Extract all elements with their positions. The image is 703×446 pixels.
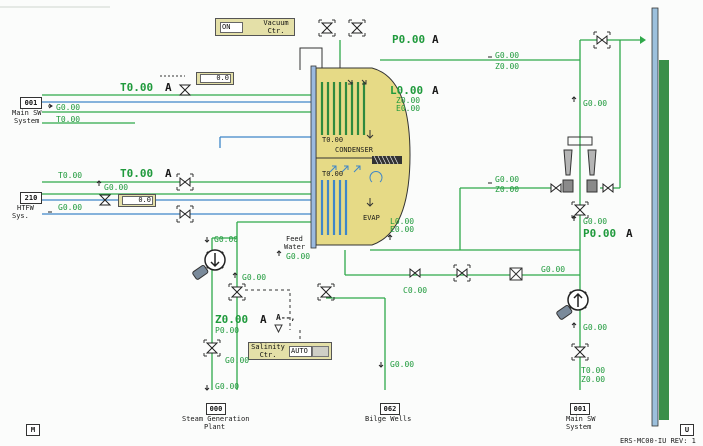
setpoint-main-sw[interactable]: 0.0 — [196, 72, 234, 85]
salinity-controller-bar[interactable] — [312, 346, 329, 357]
nav-button-left[interactable]: M — [26, 424, 40, 436]
htfw-temp: T0.00 — [58, 171, 83, 180]
main-sw-system-left-label: Main SW — [12, 109, 42, 117]
level-gauge-frame — [651, 7, 659, 427]
vacuum-controller[interactable]: ON Vacuum Ctr. — [215, 18, 295, 36]
feed-water-flow: G0.00 — [286, 252, 311, 261]
htfw-valve-flow: G0.00 — [104, 183, 129, 192]
setpoint-main-sw-value[interactable]: 0.0 — [200, 74, 231, 83]
flow-arrows — [48, 56, 577, 391]
htfw-system-label2: Sys. — [12, 212, 29, 220]
feed-water-label: Feed — [286, 235, 303, 243]
right-pump-flow: G0.00 — [583, 323, 608, 332]
pressure-top-alarm: A — [432, 33, 439, 46]
evap-level: L0.00 — [390, 217, 415, 226]
pump-right[interactable] — [556, 289, 589, 320]
strainer[interactable] — [509, 267, 523, 281]
condenser-label: CONDENSER — [335, 146, 373, 154]
salinity-controller-label: Salinity — [251, 343, 285, 351]
level-condenser-alarm: A — [432, 84, 439, 97]
bilge-wells-label: Bilge Wells — [365, 415, 412, 423]
evap-label: EVAP — [363, 214, 380, 222]
valve-ejector-right[interactable] — [602, 183, 614, 193]
valve-left-flow: G0.00 — [242, 273, 267, 282]
condenser-vessel[interactable] — [310, 65, 411, 249]
temp-main-sw: T0.00 — [120, 81, 154, 94]
salinity-controller[interactable]: Salinity Ctr. AUTO — [248, 342, 332, 360]
valve-main-sw[interactable] — [179, 84, 191, 96]
cond-e: E0.00 — [396, 104, 421, 113]
green-pipes — [42, 39, 640, 390]
main-sw-flow: G0.00 — [56, 103, 81, 112]
salinity-alarm: A — [260, 313, 267, 326]
main-sw-temp: T0.00 — [56, 115, 81, 124]
right-arrow-marker — [640, 36, 646, 44]
temp-main-sw-alarm: A — [165, 81, 172, 94]
cond-temp-2: T0.00 — [322, 170, 344, 178]
cond-z: Z0.00 — [396, 96, 421, 105]
main-sw-system-right-code[interactable]: 001 — [570, 403, 590, 415]
feed-water-label2: Water — [284, 243, 306, 251]
valve-top-2[interactable] — [348, 19, 366, 37]
setpoint-htfw[interactable]: 0.0 — [118, 194, 156, 207]
steam-gen-plant-code[interactable]: 000 — [206, 403, 226, 415]
pump-left[interactable] — [192, 249, 226, 280]
salinity-reading: Z0.00 — [215, 313, 249, 326]
htfw-flow: G0.00 — [58, 203, 83, 212]
mid-line-flow: G0.00 — [541, 265, 566, 274]
pump-left-flow: G0.00 — [214, 235, 239, 244]
evap-e: E0.00 — [390, 225, 415, 234]
bilge-flow: G0.00 — [390, 360, 415, 369]
top-right-z: Z0.00 — [495, 62, 520, 71]
vacuum-controller-state[interactable]: ON — [220, 22, 243, 33]
salinity-controller-mode[interactable]: AUTO — [289, 346, 312, 357]
right-z-2: Z0.00 — [495, 185, 520, 194]
main-sw-system-left-code[interactable]: 001 — [20, 97, 42, 109]
valve-mid-1[interactable] — [409, 268, 421, 278]
setpoint-htfw-value[interactable]: 0.0 — [122, 196, 153, 205]
main-sw-system-right-label2: System — [566, 423, 592, 431]
htfw-system-label: HTFW — [17, 204, 34, 212]
pressure-right: P0.00 — [583, 227, 617, 240]
vacuum-controller-label2: Ctr. — [267, 27, 285, 35]
salinity-a-marker: A--, — [276, 313, 296, 322]
salinity-pressure: P0.00 — [215, 326, 240, 335]
cond-temp-1: T0.00 — [322, 136, 344, 144]
steam-gen-plant-label: Steam Generation — [182, 415, 250, 423]
temp-htfw-alarm: A — [165, 167, 172, 180]
nav-button-right[interactable]: U — [680, 424, 694, 436]
htfw-system-code[interactable]: 210 — [20, 192, 42, 204]
vacuum-controller-label: Vacuum — [263, 19, 289, 27]
drawing-reference: ERS-MC00-IU REV: 1 — [620, 437, 696, 445]
right-bottom-z: Z0.00 — [581, 375, 606, 384]
salinity-controller-label2: Ctr. — [259, 351, 277, 359]
right-flow-3: G0.00 — [583, 217, 608, 226]
valve-top-1[interactable] — [318, 19, 336, 37]
right-flow-1: G0.00 — [583, 99, 608, 108]
bilge-wells-code[interactable]: 062 — [380, 403, 400, 415]
salinity-sensor — [274, 324, 283, 334]
mid-line-conductivity: C0.00 — [403, 286, 428, 295]
level-condenser: L0.00 — [390, 84, 424, 97]
pressure-top: P0.00 — [392, 33, 426, 46]
steam-gen-plant-label2: Plant — [204, 423, 226, 431]
top-right-flow: G0.00 — [495, 51, 520, 60]
blue-pipes — [42, 101, 313, 215]
level-gauge-fill — [659, 60, 669, 420]
temp-htfw: T0.00 — [120, 167, 154, 180]
pressure-right-alarm: A — [626, 227, 633, 240]
main-sw-system-right-label: Main SW — [566, 415, 596, 423]
salinity-valve-flow: G0.00 — [225, 356, 250, 365]
main-sw-system-left-label2: System — [14, 117, 40, 125]
right-flow-2: G0.00 — [495, 175, 520, 184]
valve-ejector-left[interactable] — [550, 183, 562, 193]
steam-gen-flow: G0.00 — [215, 382, 240, 391]
right-bottom-temp: T0.00 — [581, 366, 606, 375]
ejector-pair[interactable] — [562, 136, 598, 193]
valve-mid-2[interactable] — [453, 264, 471, 282]
